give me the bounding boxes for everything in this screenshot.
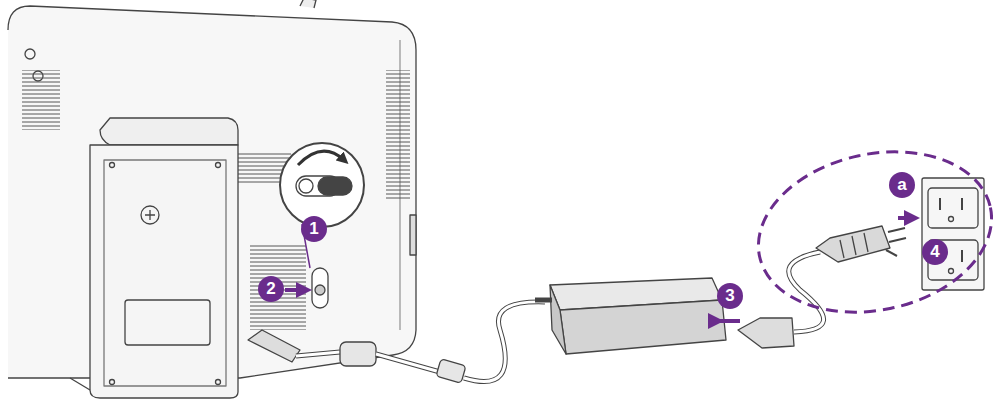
callout-number: 2 — [258, 276, 284, 302]
callout-number: 1 — [301, 216, 327, 242]
callout-number: a — [889, 172, 915, 198]
callout-number: 3 — [717, 283, 743, 309]
callout-number: 4 — [922, 239, 948, 265]
